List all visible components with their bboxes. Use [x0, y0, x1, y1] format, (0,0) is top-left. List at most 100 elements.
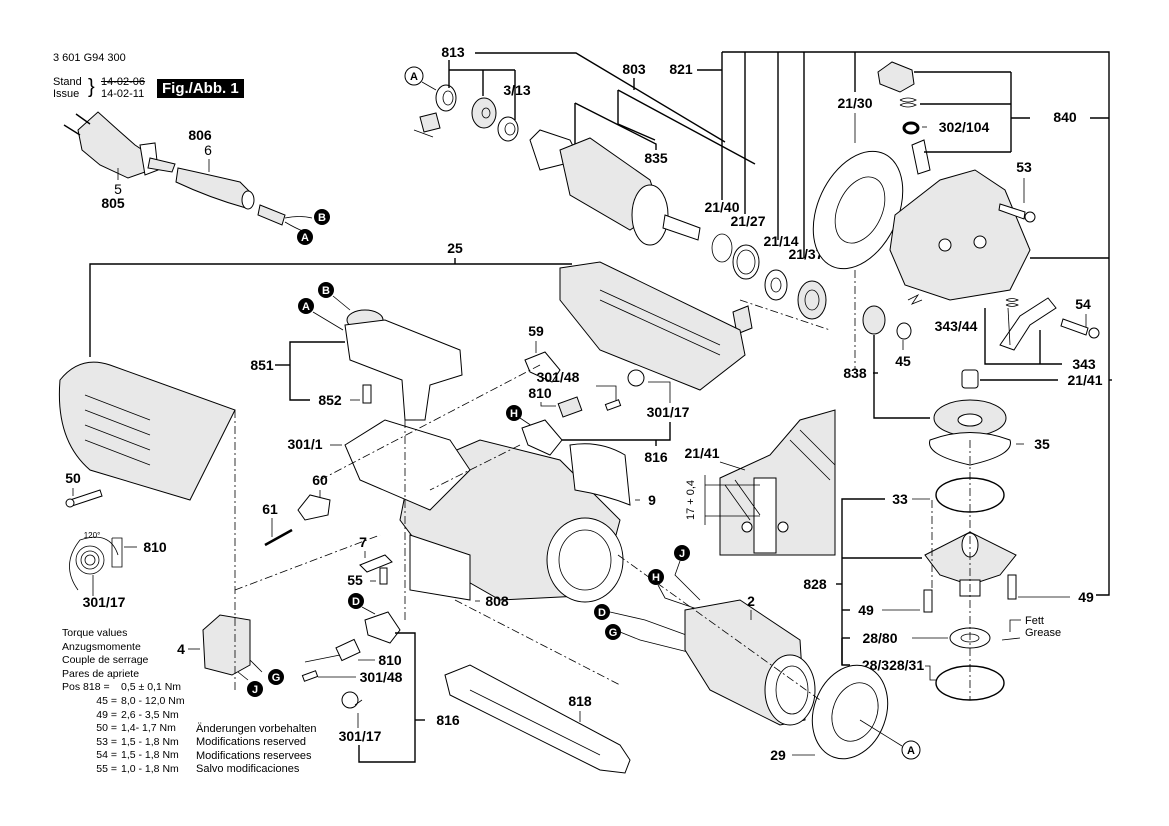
spring-301-17-a: [627, 369, 645, 387]
torque-pos: 50 =: [96, 722, 117, 735]
connector-J-coil: J: [674, 545, 690, 561]
svg-text:A: A: [302, 301, 310, 313]
bearing-1: [435, 84, 457, 112]
torque-value: 0,5 ± 0,1 Nm: [121, 681, 182, 694]
label-816-b: 816: [436, 712, 460, 728]
label-9: 9: [648, 492, 656, 508]
torque-title-3: Pares de apriete: [62, 667, 140, 680]
torque-pos: 49 =: [96, 708, 117, 721]
screw-54: [1060, 318, 1100, 339]
torque-value: 1,0 - 1,8 Nm: [121, 762, 179, 775]
gear-housing-cover: [559, 261, 746, 391]
svg-text:B: B: [318, 212, 326, 224]
label-852: 852: [318, 392, 342, 408]
torque-row: 50 =1,4- 1,7 Nm: [62, 722, 185, 736]
nut-45: [896, 322, 912, 340]
label-21-37: 21/37: [788, 246, 823, 262]
stand-date: 14-02-06: [101, 76, 146, 88]
connector-G-coil: G: [605, 624, 621, 640]
connector-B-cable: B: [314, 209, 330, 225]
svg-text:G: G: [609, 627, 618, 639]
label-21-41-b: 21/41: [684, 445, 719, 461]
torque-row: 54 =1,5 - 1,8 Nm: [62, 749, 185, 763]
handle-shell: [58, 361, 236, 501]
label-803: 803: [622, 61, 646, 77]
label-45: 45: [895, 353, 911, 369]
field-coil-2: [684, 599, 816, 726]
label-821: 821: [669, 61, 693, 77]
stand-label: Stand: [53, 76, 82, 88]
grease-symbol: [1001, 619, 1021, 641]
label-21-14: 21/14: [763, 233, 798, 249]
label-21-40: 21/40: [704, 199, 739, 215]
torque-pos: 53 =: [96, 735, 117, 748]
brace: }: [88, 76, 95, 98]
circlip: [711, 233, 733, 263]
grease-label: Grease: [1025, 627, 1061, 639]
screw-49-left: [923, 589, 933, 613]
o-ring-302-104: [902, 121, 920, 135]
ring-21-27: [732, 244, 760, 280]
part-7: [359, 554, 393, 573]
part-number: 3 601 G94 300: [53, 52, 126, 64]
spring: [899, 97, 917, 108]
label-5: 5: [114, 181, 122, 197]
label-838: 838: [843, 365, 867, 381]
label-49-b: 49: [1078, 589, 1094, 605]
small-spring-343: [1005, 298, 1019, 307]
label-60: 60: [312, 472, 328, 488]
torque-row: 53 = 1,5 - 1,8 Nm: [62, 736, 185, 750]
label-49-a: 49: [858, 602, 874, 618]
connector-A-bearing: A: [404, 66, 424, 86]
torque-value: 1,5 - 1,8 Nm: [121, 735, 179, 748]
label-301-17-c: 301/17: [339, 728, 382, 744]
torque-title-1: Anzugsmomente: [62, 640, 141, 653]
notice-line-de: Änderungen vorbehalten: [196, 723, 317, 735]
screw-55: [379, 567, 388, 585]
figure-label: Fig./Abb. 1: [157, 79, 244, 98]
torque-pos: 55 =: [96, 762, 117, 775]
label-28-328-31: 28/328/31: [862, 657, 924, 673]
carbon-brush-c: [304, 638, 361, 663]
label-21-30: 21/30: [837, 95, 872, 111]
label-54: 54: [1075, 296, 1091, 312]
torque-title-2: Couple de serrage: [62, 654, 149, 667]
svg-text:G: G: [272, 672, 281, 684]
spring-301-17-c: [341, 691, 363, 709]
gasket-35: [929, 432, 1011, 466]
issue-date: 14-02-11: [101, 88, 145, 100]
cross-section-detail: [719, 409, 836, 556]
notice-line-en: Modifications reserved: [196, 736, 307, 749]
armature: [529, 129, 701, 246]
cable-sleeve: [175, 167, 313, 233]
label-828: 828: [803, 576, 827, 592]
label-55: 55: [347, 572, 363, 588]
label-808: 808: [485, 593, 509, 609]
label-301-17-a: 301/17: [647, 404, 690, 420]
label-302-104: 302/104: [939, 119, 990, 135]
brush-holder-h: [521, 419, 563, 456]
label-21-27: 21/27: [730, 213, 765, 229]
label-59: 59: [528, 323, 544, 339]
svg-text:D: D: [352, 596, 360, 608]
label-4: 4: [177, 641, 185, 657]
connector-H-holder: H: [506, 405, 522, 421]
lock-pin: [911, 139, 931, 175]
torque-value: 2,6 - 3,5 Nm: [121, 708, 179, 721]
torque-row: 45 =8,0 - 12,0 Nm: [62, 695, 184, 709]
torque-values-table: Torque values Anzugsmomente Couple de se…: [62, 627, 185, 777]
svg-text:A: A: [907, 745, 915, 757]
svg-text:H: H: [510, 408, 518, 420]
bearing-3-13: [497, 116, 519, 142]
svg-text:D: D: [598, 607, 606, 619]
svg-text:J: J: [252, 684, 258, 696]
notice-line-fr: Modifications reservees: [196, 749, 312, 762]
connector-D-coil: D: [594, 604, 610, 620]
bevel-gear: [933, 399, 1007, 437]
bearing-flange: [924, 531, 1017, 597]
label-301-48-b: 301/48: [360, 669, 403, 685]
modifications-notice: Änderungen vorbehalten Modifications res…: [196, 723, 316, 776]
label-2: 2: [747, 593, 755, 609]
screw-53: [998, 203, 1036, 223]
carbon-brush-a: [557, 396, 583, 418]
